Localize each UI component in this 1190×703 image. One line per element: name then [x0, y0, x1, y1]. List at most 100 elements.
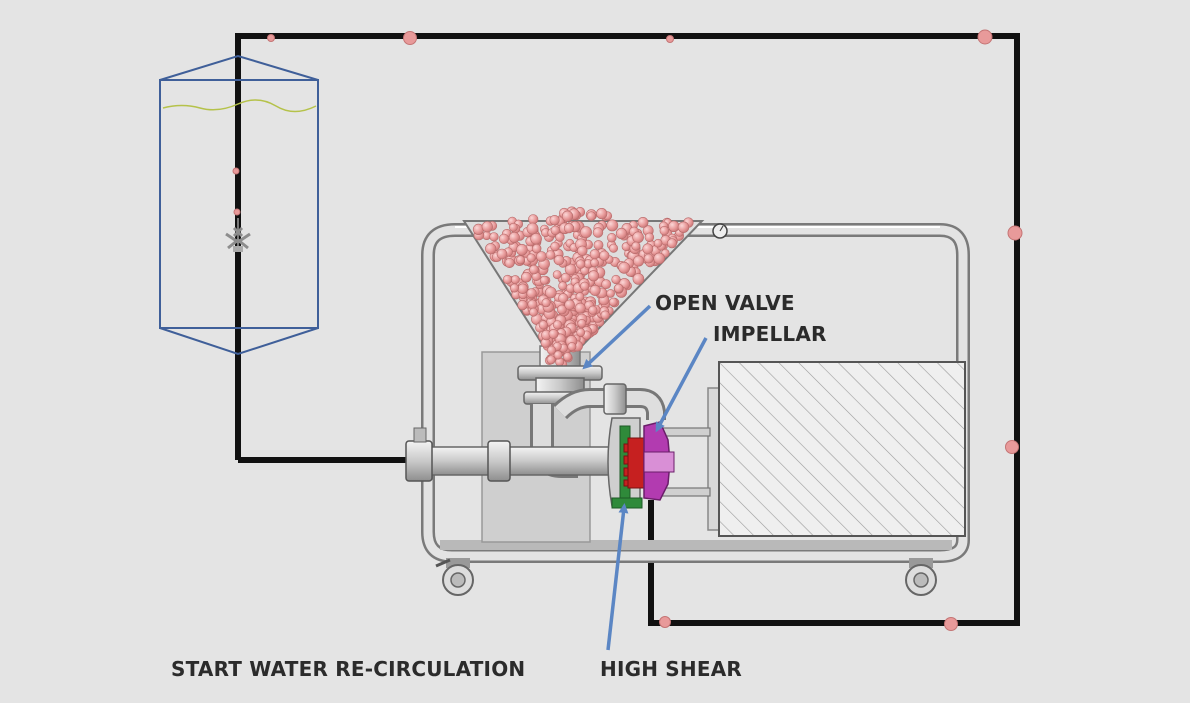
powder-particle: [668, 220, 680, 233]
powder-particle: [526, 253, 536, 263]
powder-particle: [508, 231, 520, 243]
tank-water-line: [162, 99, 317, 113]
powder-particle: [531, 243, 542, 254]
powder-particle: [643, 253, 654, 264]
powder-particle: [553, 254, 565, 266]
powder-particle: [632, 273, 645, 285]
powder-particle: [611, 274, 621, 285]
powder-particle: [588, 270, 600, 282]
hopper-particles: [472, 206, 694, 369]
powder-particle: [546, 355, 556, 365]
powder-particle: [633, 255, 645, 267]
powder-particle: [539, 275, 549, 285]
powder-particle: [589, 249, 600, 260]
powder-particle: [608, 297, 618, 307]
start-recirculation-label: START WATER RE-CIRCULATION: [171, 657, 526, 681]
powder-particle: [677, 221, 690, 233]
powder-particle: [529, 307, 538, 317]
motor-housing: [707, 361, 966, 537]
powder-particle: [520, 271, 532, 283]
powder-particle: [555, 232, 565, 242]
powder-particle: [575, 292, 585, 302]
powder-particle: [575, 259, 586, 269]
powder-particle: [615, 227, 628, 240]
powder-particle: [517, 283, 529, 295]
powder-particle: [564, 263, 577, 276]
powder-particle: [666, 238, 677, 249]
powder-particle: [592, 227, 604, 238]
powder-particle: [574, 302, 586, 314]
powder-particle: [600, 310, 610, 320]
powder-particle: [561, 210, 574, 222]
powder-particle: [545, 250, 556, 260]
high-shear-arrow: [606, 503, 629, 651]
powder-particle: [549, 215, 560, 226]
annotation-arrows: [582, 304, 708, 651]
powder-particle: [544, 286, 557, 299]
powder-particle: [504, 257, 515, 268]
powder-particle: [588, 305, 598, 315]
powder-particle: [481, 221, 493, 233]
bypass-pipe: [552, 383, 666, 420]
powder-particle: [546, 345, 556, 355]
powder-particle: [563, 223, 575, 234]
powder-particle: [526, 222, 539, 235]
powder-particle: [538, 320, 548, 330]
powder-particle: [586, 211, 596, 221]
powder-particle: [601, 279, 612, 290]
powder-particle: [576, 327, 586, 337]
powder-particle: [552, 320, 563, 330]
recirculation-pipe-loop: [235, 33, 1020, 626]
powder-particle: [496, 248, 508, 260]
powder-particle: [644, 232, 655, 243]
powder-particle: [562, 352, 572, 362]
powder-particle: [529, 264, 539, 275]
impellar-arrow: [655, 337, 708, 433]
high-shear-pump-head: [607, 417, 675, 509]
powder-particle: [631, 241, 641, 251]
powder-particle: [593, 240, 604, 250]
open-valve-label: OPEN VALVE: [655, 291, 795, 315]
powder-particle: [560, 272, 571, 283]
high-shear-label: HIGH SHEAR: [600, 657, 742, 681]
pressure-gauge-icon: [712, 223, 728, 239]
powder-particle: [564, 299, 575, 311]
powder-particle: [577, 245, 588, 257]
powder-particle: [632, 231, 644, 244]
powder-particle: [659, 226, 669, 236]
powder-particle: [590, 258, 599, 268]
open-valve-arrow: [582, 304, 652, 370]
powder-particle: [509, 283, 519, 293]
powder-particle: [637, 216, 649, 228]
powder-particle: [606, 289, 615, 298]
storage-tank: [159, 54, 319, 356]
powder-particle: [485, 243, 497, 255]
powder-particle: [548, 328, 559, 339]
powder-particle: [509, 222, 518, 232]
powder-particle: [498, 233, 510, 244]
powder-particle: [530, 233, 542, 245]
powder-particle: [599, 250, 610, 261]
powder-particle: [526, 288, 537, 299]
powder-particle: [613, 283, 624, 294]
powder-particle: [557, 304, 567, 315]
powder-particle: [618, 261, 631, 274]
powder-particle: [558, 281, 568, 291]
caster-wheel-icon: [905, 558, 937, 596]
powder-particle: [516, 244, 528, 256]
powder-particle: [642, 243, 654, 255]
powder-particle: [527, 299, 538, 310]
powder-particle: [608, 243, 618, 253]
powder-particle: [528, 214, 539, 225]
powder-particle: [541, 298, 551, 308]
mixer-head-icon: [225, 218, 251, 252]
rotor: [623, 437, 645, 489]
powder-particle: [550, 225, 560, 236]
powder-particle: [580, 226, 592, 239]
powder-particle: [653, 252, 666, 265]
powder-particle: [489, 232, 499, 242]
powder-particle: [596, 208, 608, 220]
powder-particle: [580, 281, 590, 291]
powder-particle: [606, 219, 619, 232]
